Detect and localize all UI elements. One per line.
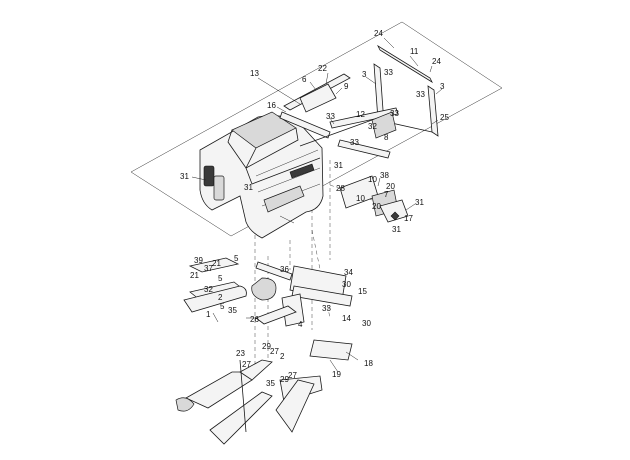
- callout-label: 24: [432, 57, 441, 66]
- callout-label: 2: [218, 293, 223, 302]
- callout-label: 30: [342, 280, 351, 289]
- callout-label: 32: [368, 122, 377, 131]
- callout-label: 33: [322, 304, 331, 313]
- callout-label: 27: [270, 347, 279, 356]
- callout-label: 19: [332, 370, 341, 379]
- callout-label: 10: [368, 175, 377, 184]
- callout-label: 34: [344, 268, 353, 277]
- callout-label: 31: [180, 172, 189, 181]
- callout-label: 7: [384, 190, 389, 199]
- callout-label: 21: [212, 259, 221, 268]
- callout-label: 5: [218, 274, 223, 283]
- callout-label: 35: [228, 306, 237, 315]
- callout-label: 25: [440, 113, 449, 122]
- callout-label: 3: [362, 70, 367, 79]
- engine-hood: [199, 111, 324, 239]
- callout-label: 21: [190, 271, 199, 280]
- hood-grille-panel: [203, 165, 215, 187]
- callout-label: 36: [280, 265, 289, 274]
- callout-label: 23: [236, 349, 245, 358]
- callout-label: 8: [384, 133, 389, 142]
- callout-label: 20: [386, 182, 395, 191]
- callout-label: 31: [415, 198, 424, 207]
- callout-label: 20: [372, 202, 381, 211]
- callout-label: 27: [242, 360, 251, 369]
- callout-label: 33: [416, 90, 425, 99]
- callout-label: 22: [318, 64, 327, 73]
- callout-label: 29: [280, 375, 289, 384]
- callout-label: 29: [262, 342, 271, 351]
- lower-assembly: [183, 257, 353, 361]
- callout-label: 15: [358, 287, 367, 296]
- callout-label: 39: [194, 256, 203, 265]
- callout-label: 33: [326, 112, 335, 121]
- callout-label: 31: [244, 183, 253, 192]
- chassis-frame: [175, 359, 323, 445]
- callout-label: 33: [384, 68, 393, 77]
- callout-label: 31: [392, 225, 401, 234]
- callout-label: 27: [288, 371, 297, 380]
- callout-label: 26: [250, 315, 259, 324]
- callout-label: 9: [344, 82, 349, 91]
- callout-label: 28: [336, 184, 345, 193]
- callout-label: 5: [234, 254, 239, 263]
- callout-label: 17: [404, 214, 413, 223]
- callout-label: 31: [334, 161, 343, 170]
- callout-label: 33: [350, 138, 359, 147]
- callout-label: 33: [390, 109, 399, 118]
- callout-labels: 24 11 24 22 6 9 13 3 33 3 33 33 16 12 33…: [180, 29, 449, 388]
- upper-frame: [279, 44, 439, 159]
- callout-label: 1: [206, 310, 211, 319]
- callout-label: 18: [364, 359, 373, 368]
- callout-label: 24: [374, 29, 383, 38]
- callout-label: 11: [410, 47, 419, 56]
- callout-label: 6: [302, 75, 307, 84]
- side-brackets: [339, 175, 409, 223]
- callout-label: 13: [250, 69, 259, 78]
- callout-label: 16: [267, 101, 276, 110]
- callout-label: 14: [342, 314, 351, 323]
- callout-label: 12: [356, 110, 365, 119]
- upper-assembly-outline: [130, 21, 503, 237]
- callout-label: 32: [204, 285, 213, 294]
- callout-label: 35: [266, 379, 275, 388]
- callout-label: 30: [362, 319, 371, 328]
- callout-label: 38: [380, 171, 389, 180]
- hood-logo-plate: [289, 163, 315, 179]
- callout-label: 4: [298, 320, 303, 329]
- leader-lines: [191, 37, 443, 373]
- callout-label: 2: [280, 352, 285, 361]
- callout-label: 10: [356, 194, 365, 203]
- callout-label: 37: [204, 264, 213, 273]
- callout-label: 3: [440, 82, 445, 91]
- floor-plate: [309, 339, 353, 361]
- callout-label: 5: [220, 302, 225, 311]
